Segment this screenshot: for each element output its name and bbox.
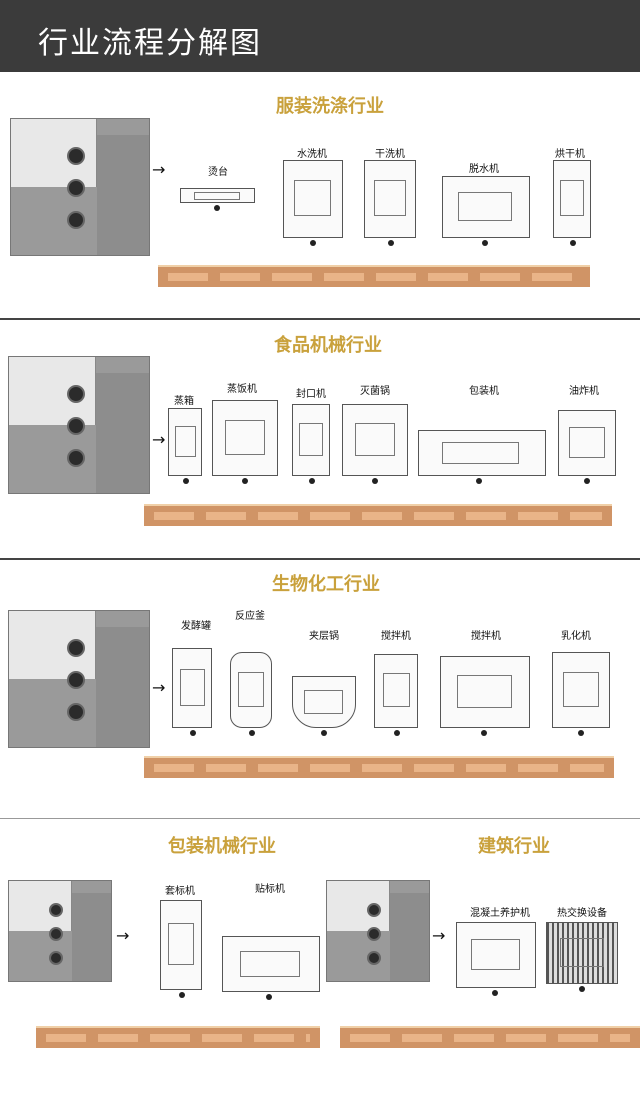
machine-label: 灭菌锅 [360,386,390,397]
boiler-image [8,356,150,494]
machine-image [230,652,272,736]
section-title: 包装机械行业 [168,836,276,857]
machine-image [222,936,320,1000]
machine-image [418,430,546,484]
machine-label: 油炸机 [569,386,599,397]
machine-label: 封口机 [296,389,326,400]
banner-bar [158,265,590,287]
machine-image [374,654,418,736]
section-title: 服装洗涤行业 [276,96,384,117]
banner-bar [144,504,612,526]
machine-image [342,404,408,484]
arrow-icon: → [432,926,446,945]
machine-image [440,656,530,736]
machine-label: 发酵罐 [181,621,211,632]
machine-label: 水洗机 [297,149,327,160]
machine-label: 烘干机 [555,149,585,160]
machine-label: 套标机 [165,886,195,897]
machine-label: 蒸饭机 [227,384,257,395]
machine-label: 贴标机 [255,884,285,895]
machine-label: 夹层锅 [309,631,339,642]
machine-image [546,922,618,992]
boiler-image [8,880,112,982]
arrow-icon: → [152,430,166,449]
boiler-image [326,880,430,982]
arrow-icon: → [152,678,166,697]
banner-bar [36,1026,320,1048]
machine-label: 包装机 [469,386,499,397]
section-title: 建筑行业 [478,836,550,857]
page-header: 行业流程分解图 [0,0,640,72]
section-title: 食品机械行业 [274,335,382,356]
machine-image [442,176,530,246]
machine-label: 烫台 [208,167,228,178]
machine-label: 蒸箱 [174,396,194,407]
machine-label: 脱水机 [469,164,499,175]
machine-image [160,900,202,998]
machine-image [552,652,610,736]
machine-image [172,648,212,736]
machine-label: 搅拌机 [471,631,501,642]
section-title: 生物化工行业 [272,574,380,595]
machine-image [558,410,616,484]
machine-image [364,160,416,246]
machine-image [212,400,278,484]
machine-image [180,188,255,211]
machine-label: 乳化机 [561,631,591,642]
machine-label: 热交换设备 [557,908,607,919]
machine-label: 反应釜 [235,611,265,622]
arrow-icon: → [116,926,130,945]
machine-label: 混凝土养护机 [470,908,530,919]
arrow-icon: → [152,160,166,179]
machine-label: 干洗机 [375,149,405,160]
banner-bar [340,1026,640,1048]
machine-image [292,404,330,484]
machine-image [292,676,356,736]
machine-image [283,160,343,246]
boiler-image [8,610,150,748]
machine-image [553,160,591,246]
machine-label: 搅拌机 [381,631,411,642]
machine-image [456,922,536,996]
banner-bar [144,756,614,778]
boiler-image [10,118,150,256]
machine-image [168,408,202,484]
